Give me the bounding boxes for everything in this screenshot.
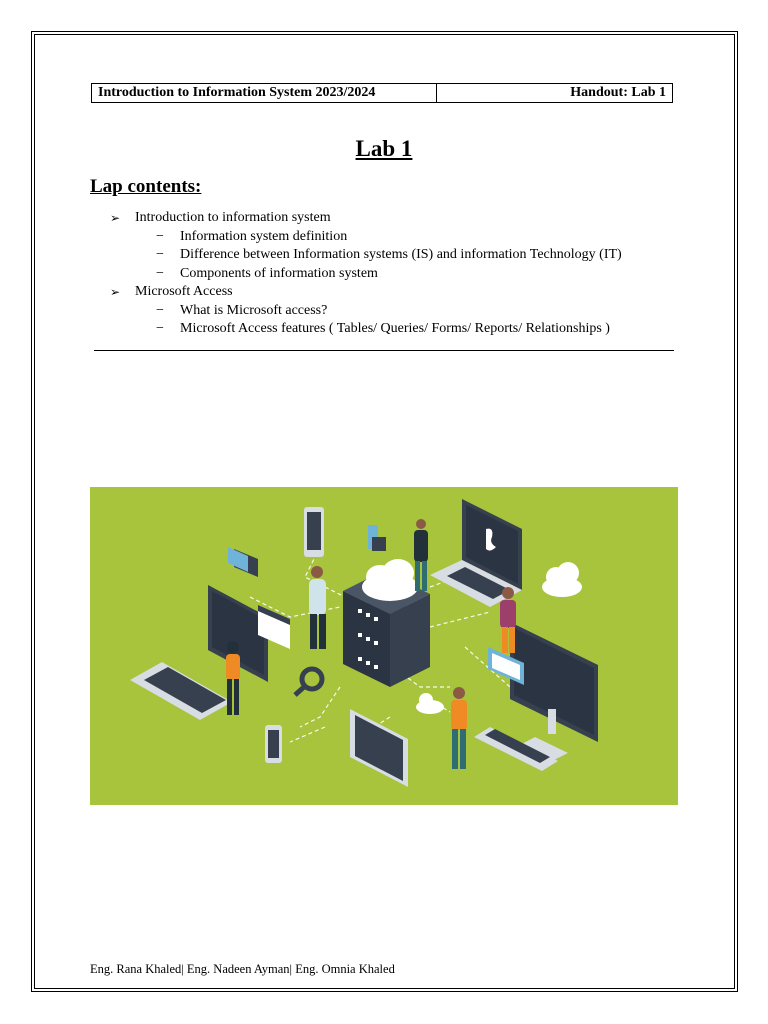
- laptop-right-icon: [430, 499, 522, 607]
- handout-label: Handout: Lab 1: [570, 85, 666, 100]
- phone-bottom-icon: [265, 725, 282, 763]
- dash-bullet-icon: −: [156, 321, 164, 336]
- arrow-bullet-icon: ➢: [110, 211, 121, 225]
- person-icon: [309, 566, 326, 649]
- sub-list-item: − Microsoft Access features ( Tables/ Qu…: [110, 320, 622, 339]
- person-icon: [414, 519, 428, 591]
- dash-bullet-icon: −: [156, 247, 164, 262]
- sub-list-item: − Difference between Information systems…: [110, 246, 622, 265]
- section-label: Microsoft Access: [135, 284, 233, 299]
- page-border-inner: [34, 34, 735, 989]
- sub-item-label: Microsoft Access features ( Tables/ Quer…: [180, 321, 610, 336]
- usb-icon: [368, 525, 386, 551]
- list-item: ➢ Introduction to information system: [110, 209, 622, 228]
- sub-list-item: − Components of information system: [110, 265, 622, 284]
- dash-bullet-icon: −: [156, 265, 164, 281]
- sub-item-label: Difference between Information systems (…: [180, 247, 622, 262]
- person-icon: [451, 687, 467, 769]
- dash-bullet-icon: −: [156, 302, 164, 318]
- course-title: Introduction to Information System 2023/…: [92, 84, 437, 102]
- section-label: Introduction to information system: [135, 210, 331, 225]
- id-card-icon: [488, 647, 524, 685]
- arrow-bullet-icon: ➢: [110, 285, 121, 299]
- footer-authors: Eng. Rana Khaled| Eng. Nadeen Ayman| Eng…: [90, 962, 395, 976]
- cloud-small-icon: [416, 562, 582, 714]
- dash-bullet-icon: −: [156, 228, 164, 244]
- sub-item-label: What is Microsoft access?: [180, 302, 328, 318]
- sub-item-label: Information system definition: [180, 228, 348, 244]
- chat-icon: [228, 547, 258, 577]
- sub-list-item: − What is Microsoft access?: [110, 302, 622, 321]
- sub-item-label: Components of information system: [180, 265, 378, 281]
- contents-list: ➢ Introduction to information system − I…: [110, 209, 622, 339]
- document-header: Introduction to Information System 2023/…: [91, 83, 673, 103]
- person-icon: [226, 641, 240, 715]
- laptop-left-icon: [130, 585, 268, 720]
- page-border-outer: [31, 31, 738, 992]
- phone-top-icon: [304, 507, 324, 557]
- list-item: ➢ Microsoft Access: [110, 283, 622, 302]
- cloud-icon: [362, 559, 418, 601]
- page-title: Lab 1: [355, 136, 413, 161]
- browser-window-icon: [258, 605, 290, 649]
- information-system-illustration: [90, 487, 678, 805]
- keyboard-icon: [474, 727, 558, 771]
- horizontal-rule: [94, 350, 674, 351]
- sub-list-item: − Information system definition: [110, 228, 622, 247]
- monitor-icon: [510, 622, 598, 761]
- contents-heading: Lap contents:: [90, 176, 202, 197]
- tablet-icon: [350, 709, 408, 787]
- person-icon: [500, 587, 516, 653]
- magnifier-icon: [293, 666, 325, 697]
